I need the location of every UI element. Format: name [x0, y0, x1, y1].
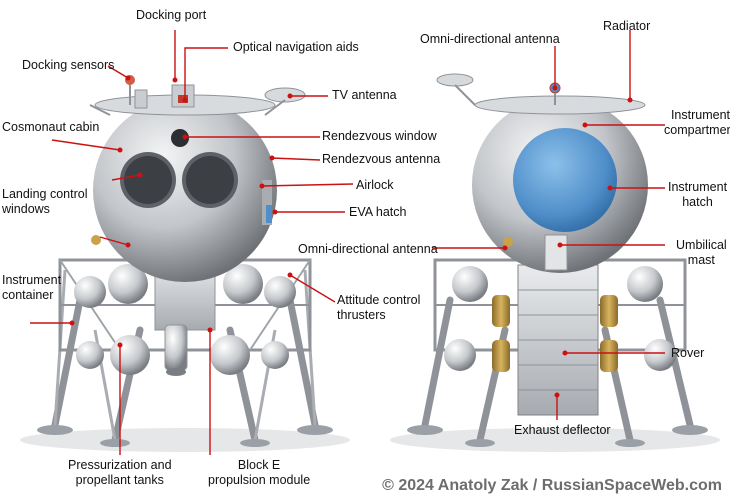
label-airlock: Airlock	[356, 178, 394, 192]
label-umbilical-mast-line2: mast	[687, 253, 715, 267]
label-instrument-container-line1: Instrument	[2, 273, 62, 287]
label-omni-antenna-front: Omni-directional antenna	[298, 242, 438, 256]
label-instrument-compartment-line1: Instrument	[670, 108, 730, 122]
label-block-e: Block E propulsion module	[208, 458, 310, 488]
label-block-e-line2: propulsion module	[208, 473, 311, 487]
label-instrument-hatch-line1: Instrument	[668, 180, 728, 194]
label-rendezvous-antenna: Rendezvous antenna	[322, 152, 441, 166]
label-rendezvous-window: Rendezvous window	[322, 129, 437, 143]
label-instrument-hatch-line2: hatch	[682, 195, 713, 209]
copyright-credit: © 2024 Anatoly Zak / RussianSpaceWeb.com	[382, 477, 722, 494]
label-umbilical-mast-line1: Umbilical	[676, 238, 727, 252]
leader-lines	[30, 30, 665, 455]
label-optical-navigation-aids: Optical navigation aids	[233, 40, 359, 54]
label-instrument-container: Instrument container	[2, 273, 61, 303]
label-pressurization-tanks-line1: Pressurization and	[68, 458, 172, 472]
label-attitude-control-thrusters-line2: thrusters	[337, 308, 386, 322]
label-docking-sensors: Docking sensors	[22, 58, 115, 72]
label-attitude-control-thrusters: Attitude control thrusters	[337, 293, 420, 323]
label-landing-control-windows: Landing control windows	[2, 187, 87, 217]
label-instrument-hatch: Instrument hatch	[668, 180, 727, 210]
label-attitude-control-thrusters-line1: Attitude control	[337, 293, 421, 307]
front-view-lander	[20, 75, 350, 452]
label-umbilical-mast: Umbilical mast	[676, 238, 727, 268]
label-eva-hatch: EVA hatch	[349, 205, 407, 219]
leader-dots	[69, 75, 633, 398]
label-instrument-compartment: Instrument compartment	[664, 108, 730, 138]
label-exhaust-deflector: Exhaust deflector	[514, 423, 611, 437]
label-radiator: Radiator	[603, 19, 651, 33]
back-view-lander	[390, 73, 720, 452]
label-instrument-container-line2: container	[2, 288, 54, 302]
label-cosmonaut-cabin: Cosmonaut cabin	[2, 120, 100, 134]
label-omni-antenna-back: Omni-directional antenna	[420, 32, 560, 46]
label-tv-antenna: TV antenna	[332, 88, 397, 102]
label-pressurization-tanks: Pressurization and propellant tanks	[68, 458, 172, 488]
label-rover: Rover	[671, 346, 705, 360]
label-pressurization-tanks-line2: propellant tanks	[75, 473, 164, 487]
label-landing-control-windows-line1: Landing control	[2, 187, 88, 201]
label-block-e-line1: Block E	[237, 458, 281, 472]
label-landing-control-windows-line2: windows	[2, 202, 50, 216]
label-docking-port: Docking port	[136, 8, 207, 22]
label-instrument-compartment-line2: compartment	[664, 123, 730, 137]
